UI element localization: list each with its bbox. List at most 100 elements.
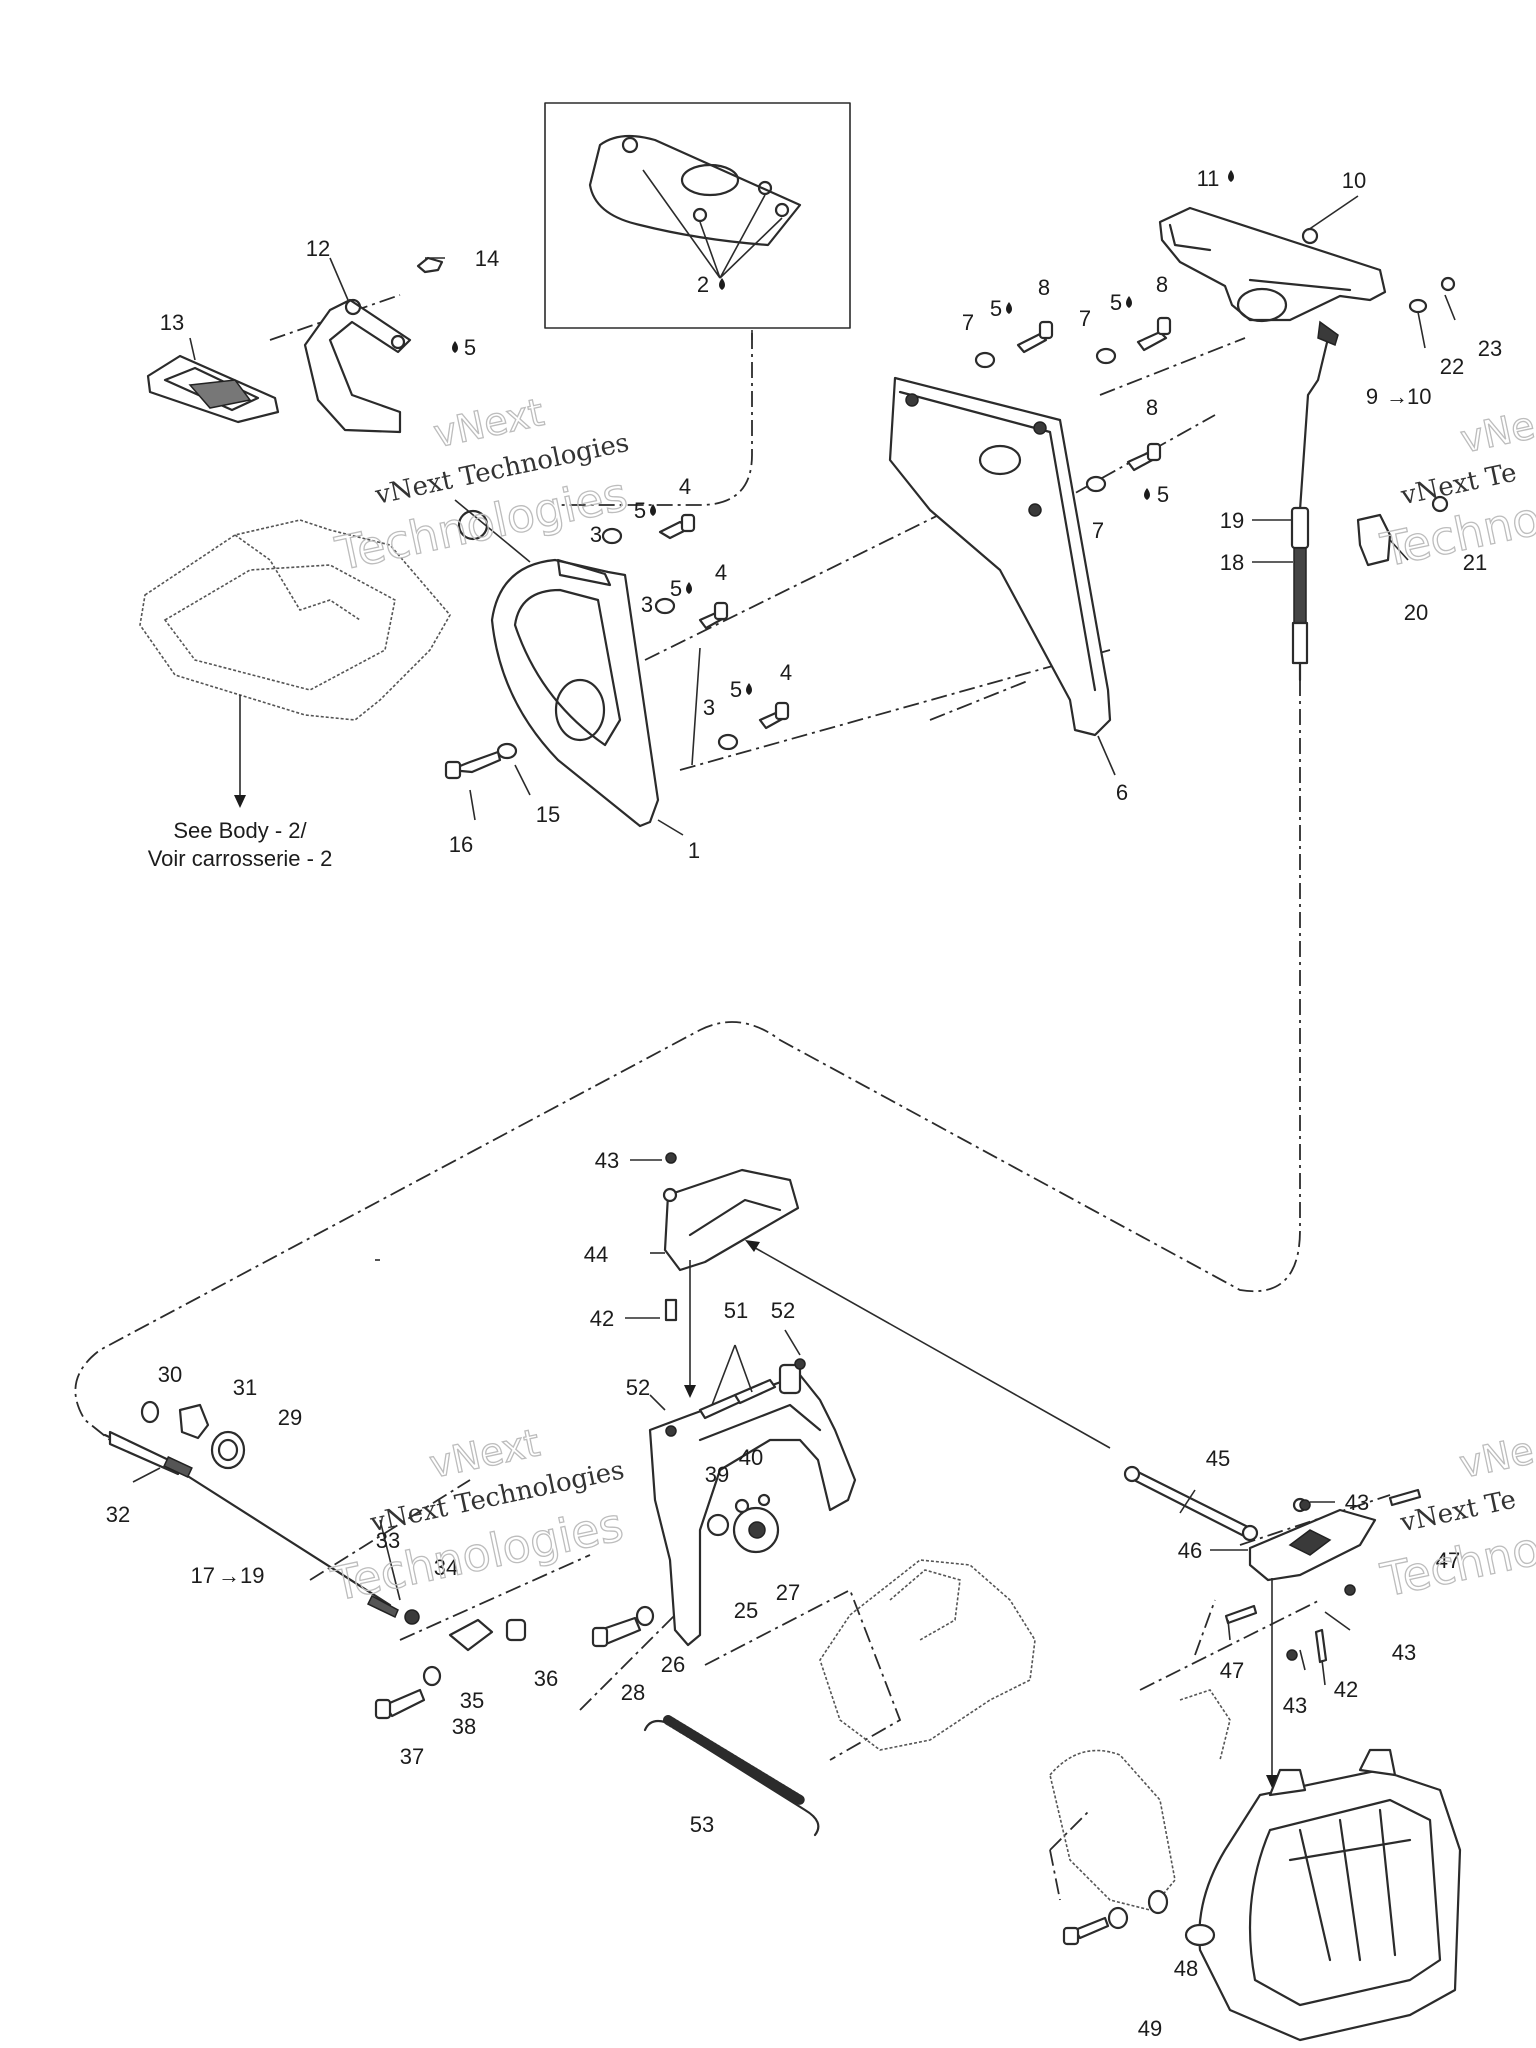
callout-43: 43 — [1283, 1693, 1307, 1718]
see-body-note-line2: Voir carrosserie - 2 — [148, 846, 333, 871]
callout-7: 7 — [1079, 306, 1091, 331]
callout-43: 43 — [1345, 1490, 1369, 1515]
direction-arrows — [234, 499, 1278, 1788]
callout-10: 10 — [1342, 168, 1366, 193]
bracket-part-44 — [662, 1152, 800, 1322]
callout-19: 19 — [240, 1563, 264, 1588]
callout-3: 3 — [641, 592, 653, 617]
inset-box-part-2 — [544, 102, 851, 329]
lubricant-drop-icon — [719, 278, 725, 290]
callout-13: 13 — [160, 310, 184, 335]
callout-25: 25 — [734, 1598, 758, 1623]
jet-pump-housing-outline — [819, 1559, 1231, 1911]
arrow-symbol: → — [1386, 384, 1408, 409]
callout-4: 4 — [780, 660, 792, 685]
callout-51: 51 — [724, 1298, 748, 1323]
routing-lines — [74, 294, 1391, 1901]
callout-3: 3 — [590, 522, 602, 547]
footwell-body-outline — [139, 509, 489, 721]
watermark-right-middle: vNe vNext Te Techno — [1375, 1428, 1536, 1609]
cover-part-1 — [490, 558, 660, 828]
callout-26: 26 — [661, 1652, 685, 1677]
callout-4: 4 — [715, 560, 727, 585]
callout-7: 7 — [1092, 518, 1104, 543]
callout-31: 31 — [233, 1375, 257, 1400]
footpad-part-13 — [146, 354, 280, 424]
callout-43: 43 — [595, 1148, 619, 1173]
callout-3: 3 — [703, 695, 715, 720]
callout-28: 28 — [621, 1680, 645, 1705]
callout-40: 40 — [739, 1445, 763, 1470]
callout-46: 46 — [1178, 1538, 1202, 1563]
callout-47: 47 — [1436, 1548, 1460, 1573]
watermark-vnext: vNext — [430, 390, 548, 456]
callout-42: 42 — [590, 1306, 614, 1331]
callout-27: 27 — [776, 1580, 800, 1605]
callout-8: 8 — [1146, 395, 1158, 420]
callout-48: 48 — [1174, 1956, 1198, 1981]
cable-fittings-left — [140, 1400, 246, 1470]
callout-12: 12 — [306, 236, 330, 261]
callout-30: 30 — [158, 1362, 182, 1387]
clip-part-20 — [1356, 513, 1392, 567]
callout-43: 43 — [1392, 1640, 1416, 1665]
throttle-lever-part-9 — [1158, 206, 1387, 512]
watermark-technologies: Techno — [1376, 1521, 1536, 1607]
callout-36: 36 — [534, 1666, 558, 1691]
callout-20: 20 — [1404, 600, 1428, 625]
callout-16: 16 — [449, 832, 473, 857]
cable-end-part-18 — [1290, 506, 1310, 682]
callout-1: 1 — [688, 838, 700, 863]
pedal-arm-part-12 — [303, 298, 412, 434]
callout-5: 5 — [634, 498, 646, 523]
callout-11: 11 — [1197, 166, 1220, 191]
callout-52: 52 — [771, 1298, 795, 1323]
callout-6: 6 — [1116, 780, 1128, 805]
callout-42: 42 — [1334, 1677, 1358, 1702]
callout-5: 5 — [670, 576, 682, 601]
callout-38: 38 — [452, 1714, 476, 1739]
see-body-note-line1: See Body - 2/ — [173, 818, 307, 843]
callout-39: 39 — [705, 1462, 729, 1487]
callout-52: 52 — [626, 1375, 650, 1400]
nozzle-assembly — [1184, 1748, 1462, 2042]
spring-part-53 — [643, 1715, 820, 1837]
panel-part-6 — [888, 376, 1112, 737]
callout-9: 9 — [1366, 384, 1378, 409]
callout-10: 10 — [1407, 384, 1431, 409]
callout-32: 32 — [106, 1502, 130, 1527]
callout-14: 14 — [475, 246, 499, 271]
callout-23: 23 — [1478, 336, 1502, 361]
callout-labels: 1 2 3 3 3 4 4 4 5 5 5 5 5 5 5 6 7 7 7 8 … — [106, 166, 1502, 2041]
callout-49: 49 — [1138, 2016, 1162, 2041]
callout-34: 34 — [434, 1555, 458, 1580]
callout-53: 53 — [690, 1812, 714, 1837]
watermark-technologies: Techno — [1376, 491, 1536, 577]
hardware-top — [416, 227, 1456, 780]
callout-18: 18 — [1220, 550, 1244, 575]
shift-lever-assembly — [648, 1363, 857, 1647]
watermark-right-top: vNe vNext Te Techno — [1375, 402, 1536, 578]
callout-4: 4 — [679, 474, 691, 499]
rod-part-45 — [1123, 1465, 1259, 1542]
callout-29: 29 — [278, 1405, 302, 1430]
cross-reference-note: See Body - 2/ Voir carrosserie - 2 — [148, 818, 333, 871]
callout-47: 47 — [1220, 1658, 1244, 1683]
callout-17: 17 — [191, 1563, 215, 1588]
callout-45: 45 — [1206, 1446, 1230, 1471]
callout-8: 8 — [1156, 272, 1168, 297]
callout-35: 35 — [460, 1688, 484, 1713]
callout-5: 5 — [1110, 290, 1122, 315]
callout-5: 5 — [1157, 482, 1169, 507]
watermark-vnext: vNe — [1456, 1428, 1536, 1486]
callout-5: 5 — [730, 677, 742, 702]
callout-leaders — [132, 195, 1456, 1686]
watermark-middle: vNext vNext Technologies Technologies — [326, 1420, 629, 1612]
watermark-vnext: vNe — [1457, 403, 1536, 461]
callout-8: 8 — [1038, 275, 1050, 300]
callout-33: 33 — [376, 1528, 400, 1553]
callout-37: 37 — [400, 1744, 424, 1769]
callout-5: 5 — [464, 335, 476, 360]
arrow-symbol: → — [218, 1563, 240, 1588]
